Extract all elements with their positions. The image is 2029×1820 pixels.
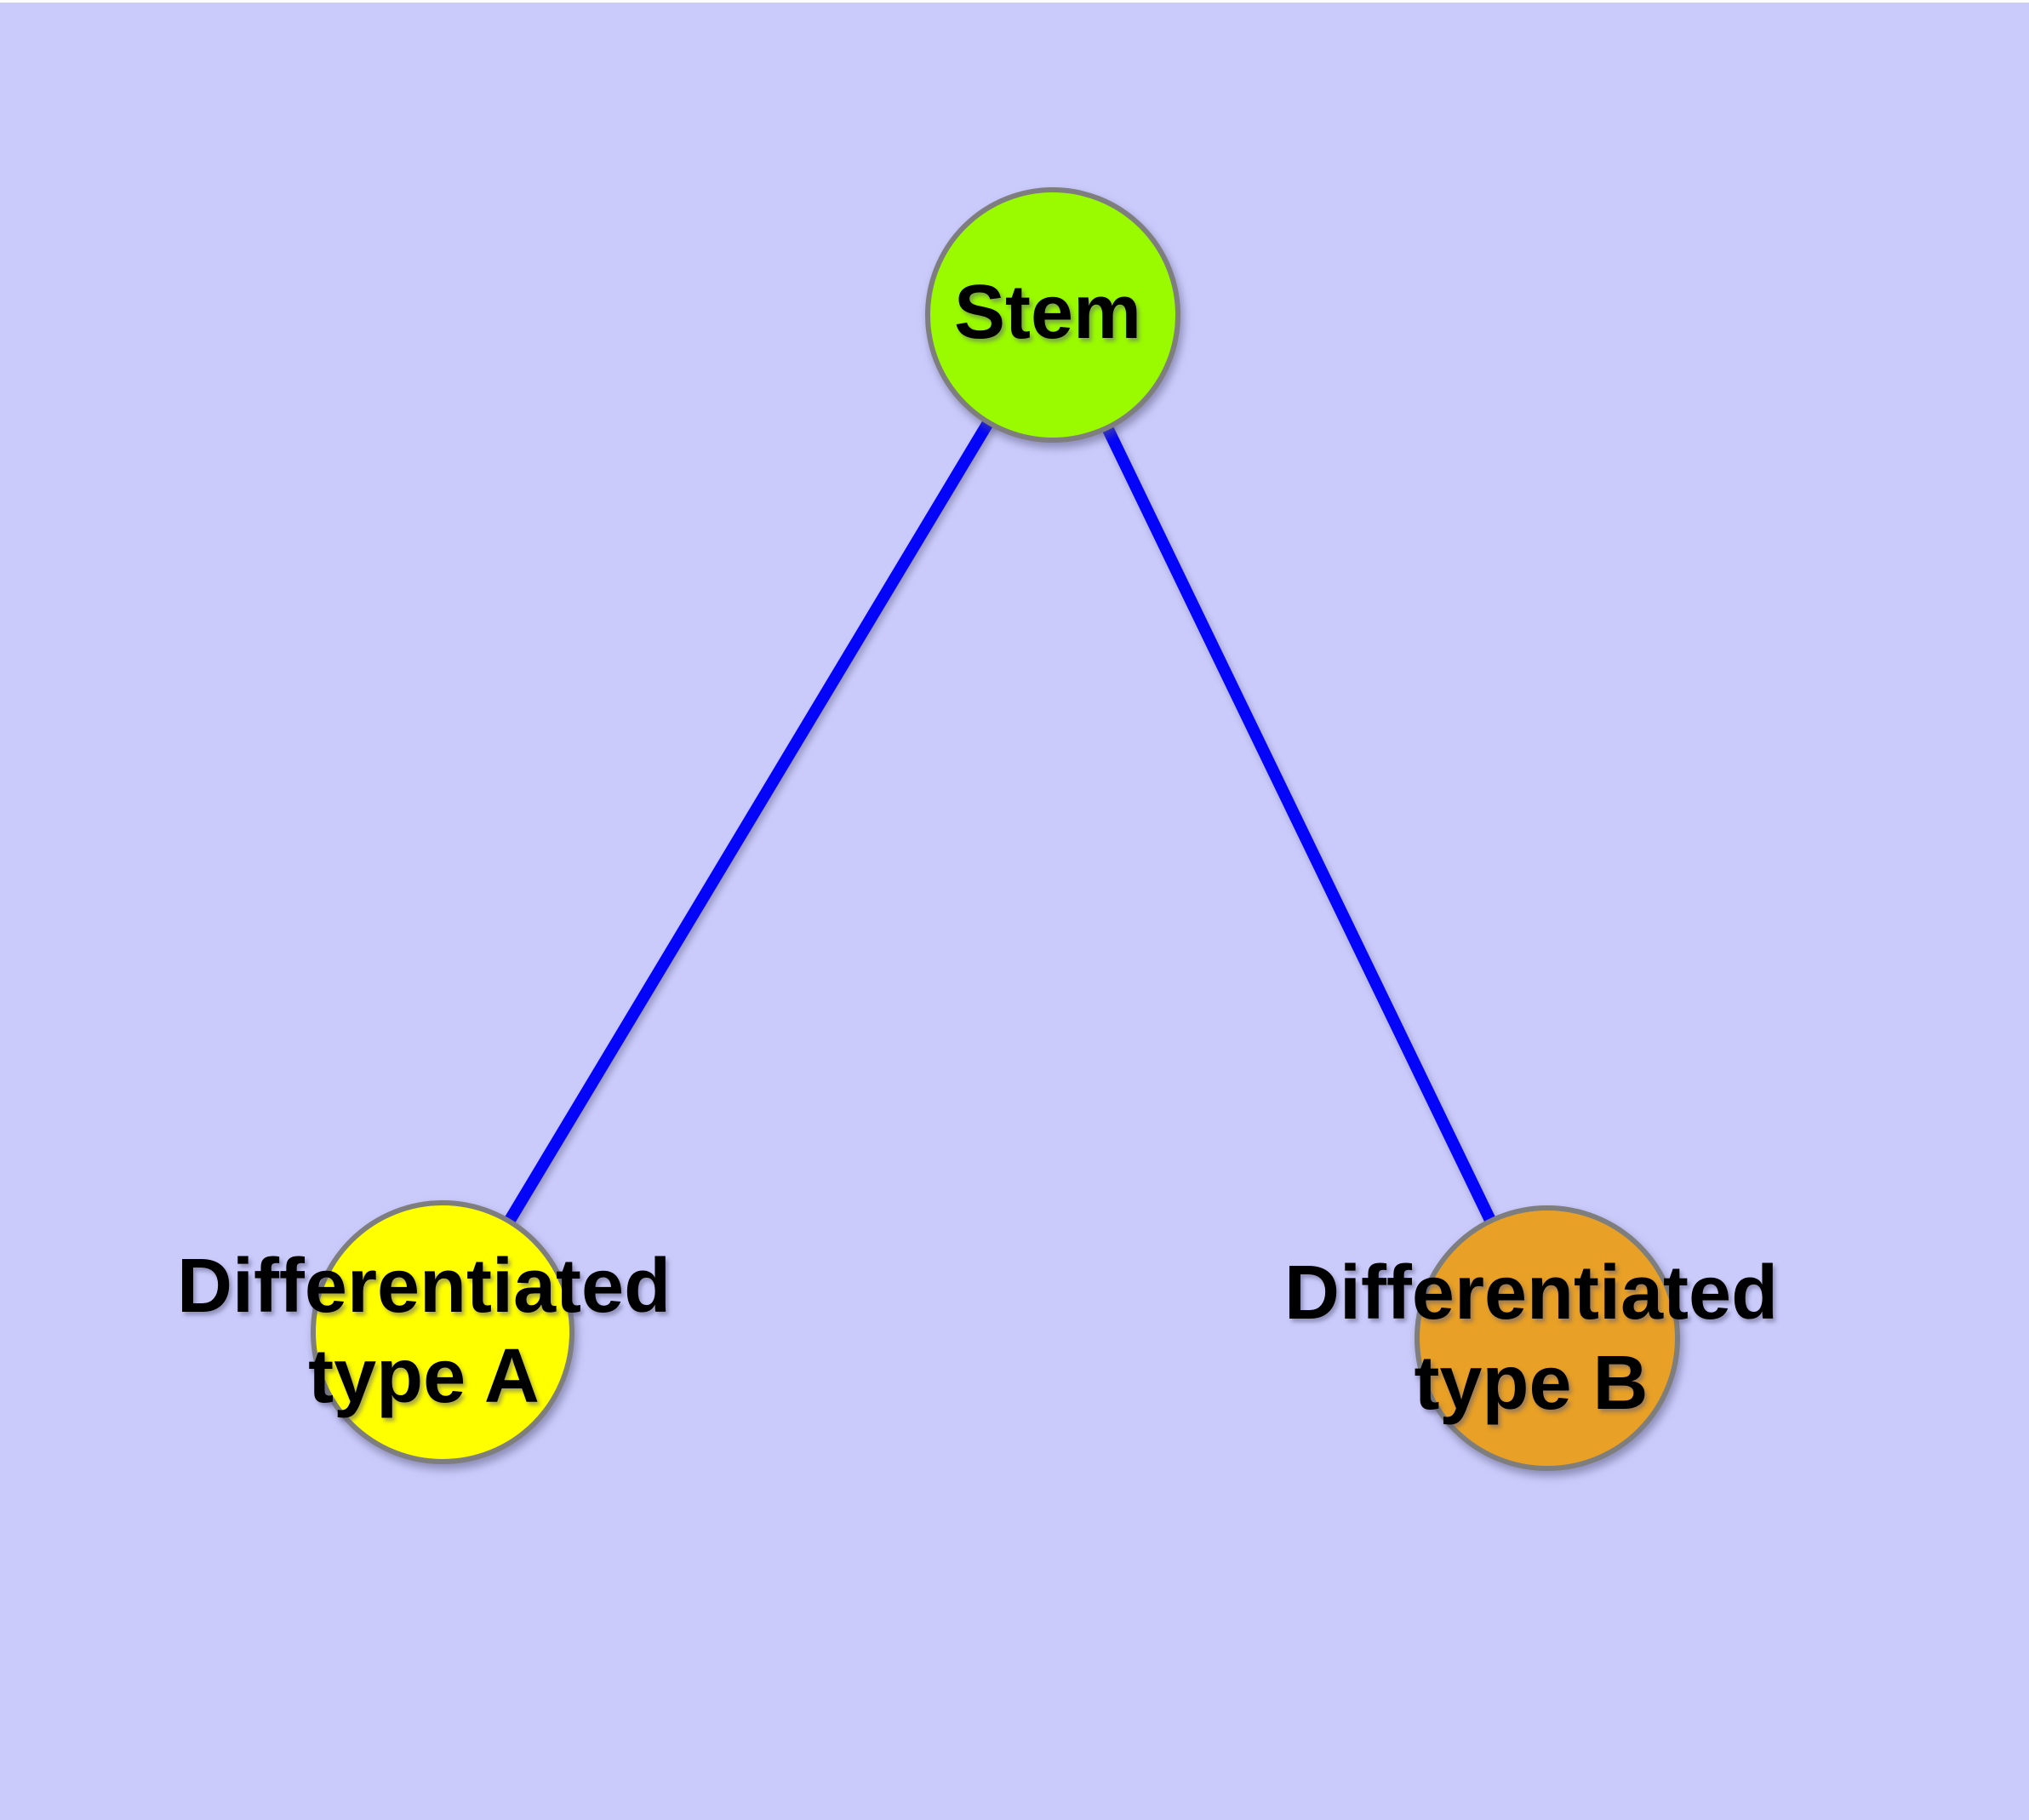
edge-layer <box>437 312 1553 1342</box>
node-stem <box>925 187 1180 443</box>
node-differentiated-type-b <box>1415 1205 1680 1471</box>
edge-stem-to-type-a <box>437 312 1059 1336</box>
node-differentiated-type-a <box>311 1200 574 1464</box>
edge-stem-to-type-b <box>1047 312 1553 1342</box>
node-layer <box>311 187 1680 1471</box>
